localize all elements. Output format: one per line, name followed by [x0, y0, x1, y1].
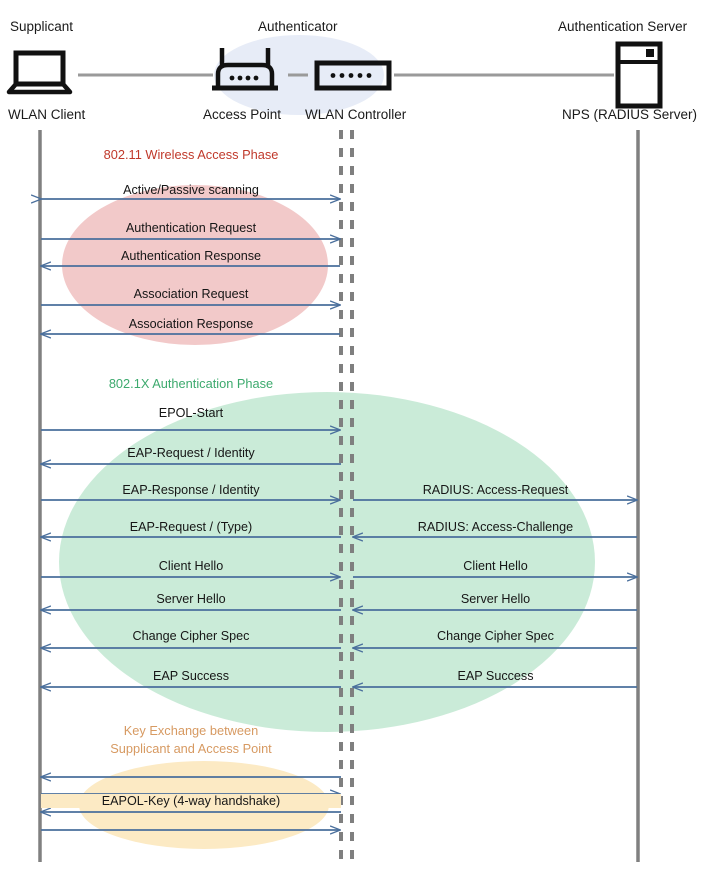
message-label-eap-success-left: EAP Success: [152, 669, 230, 683]
message-label-client-hello-left: Client Hello: [158, 559, 224, 573]
message-label-eap-request-identity: EAP-Request / Identity: [127, 446, 255, 460]
message-label-eap-request-type: EAP-Request / (Type): [129, 520, 253, 534]
message-label-client-hello-right: Client Hello: [463, 559, 528, 573]
message-label-association-response: Association Response: [128, 317, 254, 331]
server-icon: [615, 41, 663, 109]
message-label-radius-access-request: RADIUS: Access-Request: [422, 483, 569, 497]
message-label-eapol-start: EPOL-Start: [158, 406, 224, 420]
message-label-active-passive-scanning: Active/Passive scanning: [123, 183, 259, 197]
message-label-eapol-key-handshake: EAPOL-Key (4-way handshake): [41, 794, 341, 808]
phase-8021x-ellipse: [59, 392, 595, 732]
message-label-authentication-request: Authentication Request: [125, 221, 257, 235]
actor-role-auth-server: Authentication Server: [558, 19, 688, 34]
message-label-authentication-response: Authentication Response: [120, 249, 262, 263]
arrow-group-8021x-right: [353, 500, 637, 687]
message-label-server-hello-right: Server Hello: [460, 592, 531, 606]
message-label-change-cipher-spec-right: Change Cipher Spec: [437, 629, 554, 643]
arrow-group-80211: [41, 199, 340, 334]
phase-label-keyexchange-line1: Key Exchange between: [123, 723, 259, 738]
message-label-change-cipher-spec-left: Change Cipher Spec: [132, 629, 250, 643]
phase-label-keyexchange-line2: Supplicant and Access Point: [110, 741, 272, 756]
message-label-eap-response-identity: EAP-Response / Identity: [122, 483, 260, 497]
actor-device-wlan-client: WLAN Client: [8, 107, 86, 122]
actor-role-supplicant: Supplicant: [10, 19, 74, 34]
phase-label-80211: 802.11 Wireless Access Phase: [103, 147, 279, 162]
phase-label-8021x: 802.1X Authentication Phase: [108, 376, 274, 391]
message-label-association-request: Association Request: [133, 287, 249, 301]
laptop-icon: [6, 50, 73, 95]
message-label-eap-success-right: EAP Success: [457, 669, 534, 683]
message-label-radius-access-challenge: RADIUS: Access-Challenge: [417, 520, 574, 534]
actor-device-nps-radius-server: NPS (RADIUS Server): [562, 107, 698, 122]
message-label-server-hello-left: Server Hello: [156, 592, 226, 606]
actor-device-access-point: Access Point: [203, 107, 282, 122]
access-point-icon: [212, 48, 278, 91]
actor-role-authenticator: Authenticator: [258, 19, 338, 34]
wlan-controller-icon: [314, 60, 392, 91]
arrow-group-8021x-left: [41, 430, 341, 687]
actor-device-wlan-controller: WLAN Controller: [305, 107, 407, 122]
